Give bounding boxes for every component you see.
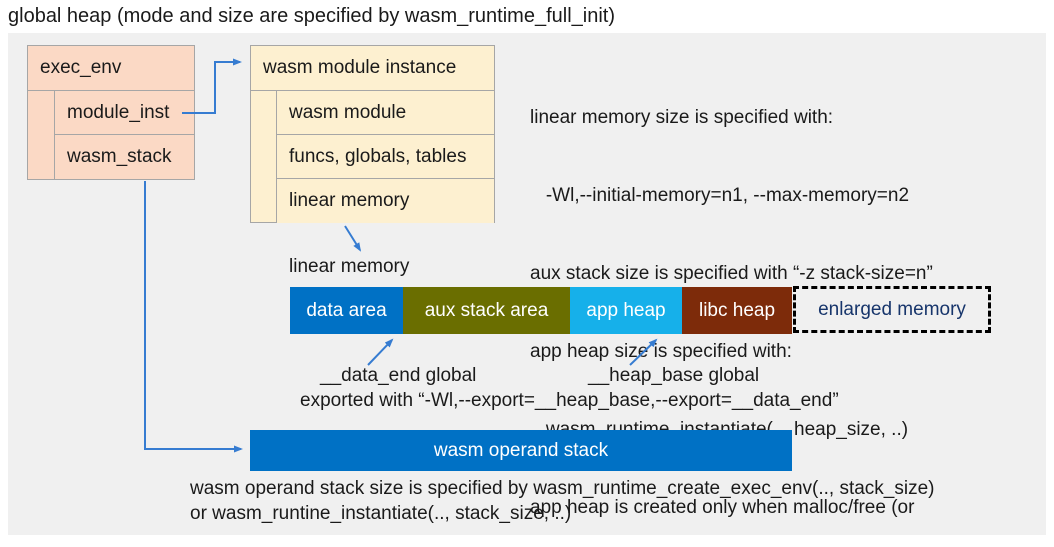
- segment-libc-heap: libc heap: [682, 287, 792, 334]
- note-line: app heap size is specified with:: [530, 341, 792, 362]
- operand-stack-note-line1: wasm operand stack size is specified by …: [190, 478, 935, 499]
- note-line: app heap is created only when malloc/fre…: [530, 497, 915, 518]
- module-instance-box: wasm module instance wasm module funcs, …: [250, 45, 495, 223]
- exec-env-box: exec_env module_inst wasm_stack: [27, 45, 195, 180]
- note-line: -Wl,--initial-memory=n1, --max-memory=n2: [530, 185, 910, 206]
- linear-memory-row: linear memory: [276, 179, 494, 223]
- segment-app-heap: app heap: [570, 287, 682, 334]
- wasm-stack-row: wasm_stack: [54, 135, 194, 179]
- exec-env-label: exec_env: [28, 46, 194, 91]
- module-inst-row: module_inst: [54, 91, 194, 135]
- data-end-global-label: __data_end global: [320, 365, 477, 386]
- module-instance-children: wasm module funcs, globals, tables linea…: [276, 91, 494, 223]
- heap-base-global-label: __heap_base global: [588, 365, 760, 386]
- page-title: global heap (mode and size are specified…: [8, 5, 615, 27]
- wasm-module-row: wasm module: [276, 91, 494, 135]
- linear-memory-bar: data area aux stack area app heap libc h…: [290, 287, 792, 334]
- operand-stack-note-line2: or wasm_runtine_instantiate(.., stack_si…: [190, 503, 572, 524]
- segment-aux-stack-area: aux stack area: [403, 287, 570, 334]
- segment-data-area: data area: [290, 287, 403, 334]
- exec-env-children: module_inst wasm_stack: [54, 91, 194, 179]
- note-line: aux stack size is specified with “-z sta…: [530, 263, 933, 284]
- wasm-operand-stack-bar: wasm operand stack: [250, 430, 792, 471]
- funcs-globals-tables-row: funcs, globals, tables: [276, 135, 494, 179]
- linear-memory-bar-label: linear memory: [289, 256, 410, 277]
- note-line: linear memory size is specified with:: [530, 107, 834, 128]
- module-instance-label: wasm module instance: [251, 46, 494, 91]
- enlarged-memory-box: enlarged memory: [793, 286, 991, 333]
- exported-flags-label: exported with “-Wl,--export=__heap_base,…: [300, 390, 839, 411]
